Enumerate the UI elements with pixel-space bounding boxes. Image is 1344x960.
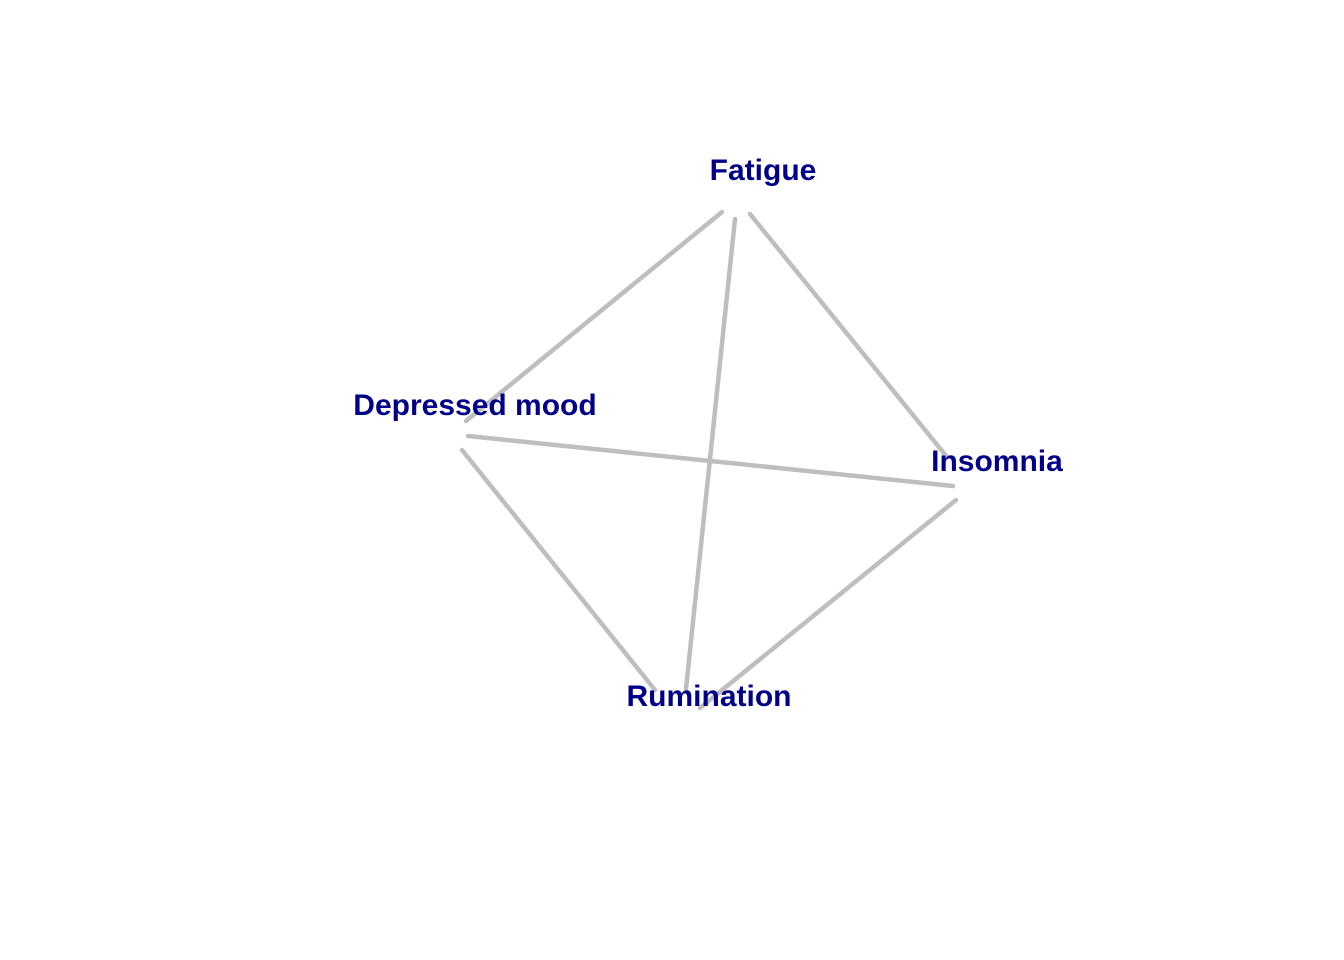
node-label-depressed-mood: Depressed mood (353, 389, 596, 422)
edge-fatigue-depressed (463, 209, 725, 424)
edge-fatigue-rumination (683, 216, 738, 692)
edge-depressed-insomnia (465, 433, 956, 489)
node-label-insomnia: Insomnia (931, 445, 1063, 478)
node-label-fatigue: Fatigue (710, 154, 817, 187)
edge-insomnia-rumination (697, 497, 959, 711)
node-label-rumination: Rumination (627, 680, 792, 713)
edge-fatigue-insomnia (747, 211, 950, 460)
nodes-group: Fatigue Depressed mood Insomnia Ruminati… (353, 154, 1063, 713)
edges-group (459, 209, 959, 711)
edge-depressed-rumination (459, 447, 658, 693)
